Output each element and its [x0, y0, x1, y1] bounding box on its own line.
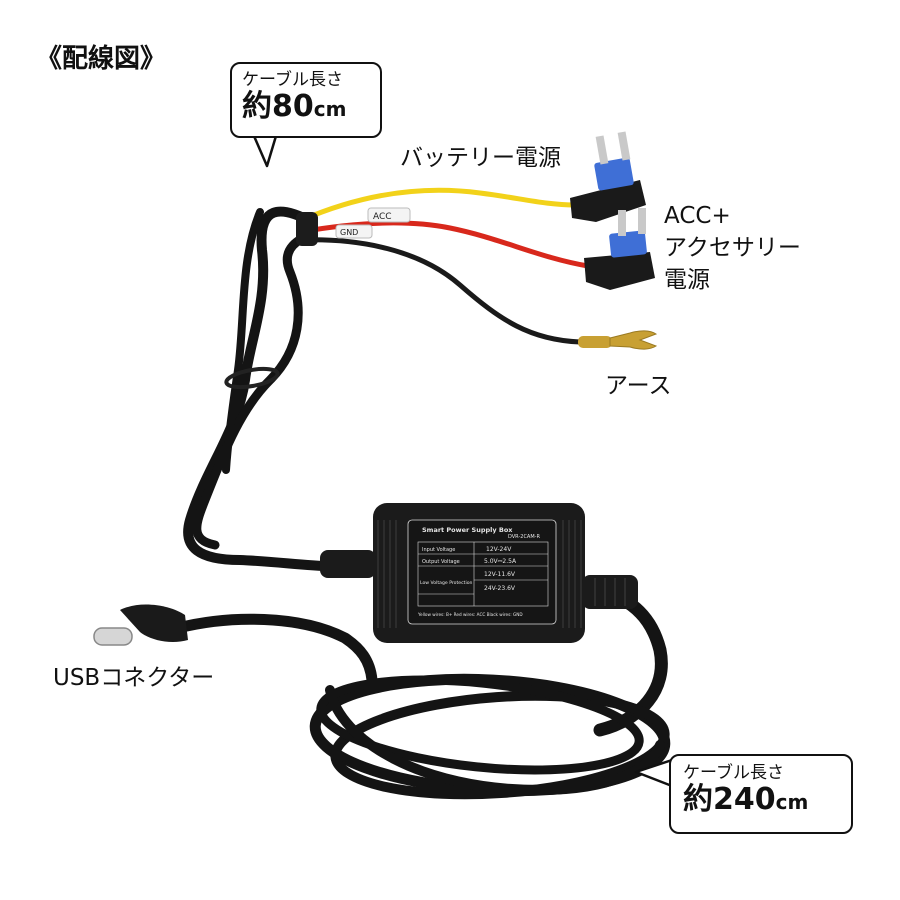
page-title: 《配線図》	[36, 44, 167, 74]
callout-bottom-prefix: 約	[683, 782, 713, 818]
upper-cable-loop-3	[222, 208, 264, 474]
cable-tie	[224, 366, 280, 390]
battery-fuse-blade-2	[617, 131, 631, 161]
power-supply-box: Smart Power Supply Box DVR-2CAM-R Input …	[320, 503, 638, 643]
upper-cable-loop	[183, 206, 380, 572]
acc-label-line1: ACC+	[664, 203, 731, 229]
spec-row-2-value: 5.0V⎓2.5A	[484, 558, 517, 565]
acc-sleeve-text: ACC	[373, 212, 392, 222]
usb-connector	[93, 604, 188, 646]
usb-c-plug	[93, 627, 133, 646]
callout-bottom-length-line: 約240cm	[683, 783, 839, 818]
callout-bottom-length: 240	[713, 782, 776, 818]
gnd-sleeve	[335, 224, 373, 239]
box-spec-grid	[417, 541, 549, 607]
callout-top-caption: ケーブル長さ	[242, 70, 343, 90]
ground-terminal-crimp	[578, 336, 612, 348]
box-model: DVR-2CAM-R	[508, 534, 540, 540]
wire-markers: ACC GND	[296, 207, 411, 246]
battery-fuse-holder	[570, 180, 646, 222]
callout-top-tail	[252, 135, 278, 168]
ground-terminal	[578, 330, 658, 350]
right-relief-ridges	[594, 578, 626, 606]
callout-top: ケーブル長さ 約80cm	[230, 62, 382, 138]
spec-row-2-name: Output Voltage	[422, 559, 460, 565]
battery-fuse-body	[594, 157, 634, 191]
box-right-strain-relief	[582, 575, 638, 609]
spec-row-4-value: 24V-23.6V	[484, 585, 516, 592]
callout-bottom-caption: ケーブル長さ	[683, 763, 784, 783]
callout-top-length: 80	[272, 89, 314, 125]
callout-top-unit: cm	[313, 97, 347, 122]
cable-bundle	[172, 206, 671, 800]
yellow-wire	[299, 187, 578, 223]
box-ribs	[377, 520, 582, 628]
usb-label: USBコネクター	[53, 665, 215, 691]
acc-fuse-tap	[584, 208, 655, 290]
upper-cable-loop-2	[192, 230, 317, 550]
ground-terminal-fork	[609, 330, 658, 350]
ground-label: アース	[605, 373, 672, 399]
battery-fuse-tap	[570, 131, 646, 222]
acc-fuse-holder	[584, 252, 655, 290]
acc-label-line2: アクセサリー	[664, 235, 801, 261]
battery-label: バッテリー電源	[400, 145, 561, 171]
usb-connector-housing	[120, 604, 188, 643]
usb-cable	[172, 613, 378, 686]
acc-fuse-blade-1	[618, 210, 626, 236]
callout-top-prefix: 約	[242, 89, 272, 125]
spec-row-1-name: Input Voltage	[422, 547, 455, 553]
spec-row-3-name: Low Voltage Protection	[420, 580, 473, 586]
battery-fuse-blade-1	[595, 135, 609, 165]
box-footer: Yellow wires: B+ Red wires: ACC Black wi…	[417, 612, 523, 617]
black-wire	[297, 237, 583, 345]
spec-row-1-value: 12V-24V	[486, 546, 512, 553]
box-label-panel	[407, 519, 557, 625]
acc-fuse-body	[609, 230, 647, 258]
box-left-strain-relief	[320, 550, 376, 578]
acc-fuse-blade-2	[638, 208, 646, 234]
signal-wires	[297, 187, 591, 345]
lower-coil-tail	[325, 685, 665, 795]
spec-row-3-value: 12V-11.6V	[484, 571, 516, 578]
acc-sleeve	[367, 207, 411, 223]
callout-bottom: ケーブル長さ 約240cm	[669, 754, 853, 834]
lower-coil-3	[316, 675, 644, 775]
callout-bottom-unit: cm	[775, 790, 809, 815]
callout-top-length-line: 約80cm	[242, 90, 370, 125]
box-heading: Smart Power Supply Box	[422, 526, 513, 534]
callout-bottom-tail	[634, 758, 673, 788]
gnd-sleeve-text: GND	[340, 228, 358, 237]
acc-label-line3: 電源	[664, 267, 710, 293]
wire-split-sleeve	[296, 212, 318, 246]
